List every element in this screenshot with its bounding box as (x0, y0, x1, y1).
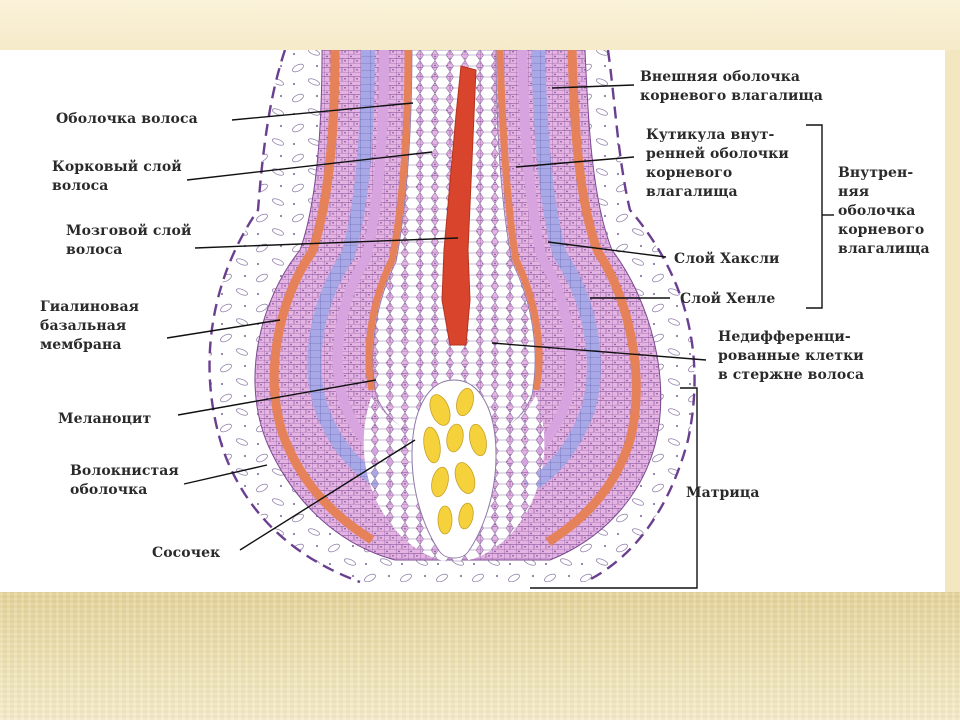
cuticle-left (365, 50, 412, 391)
leader-cortex (186, 151, 433, 181)
label-inner-cuticle: Кутикула внут- ренней оболочки корневого… (646, 127, 789, 200)
fibrous-sheath-outline-left (208, 50, 361, 584)
label-undifferentiated-cells: Недифференци- рованные клетки в стержне … (718, 329, 865, 383)
label-outer-root-sheath: Внешняя оболочка корневого влагалища (640, 69, 823, 104)
fibrous-sheath-outline-right (584, 50, 696, 584)
bracket-matrix (530, 387, 698, 589)
leader-glassy-membrane (166, 319, 281, 339)
leader-inner-cuticle (515, 156, 635, 168)
label-hair-sheath: Оболочка волоса (56, 111, 198, 127)
label-huxley-layer: Слой Хаксли (674, 251, 780, 267)
leader-lines (166, 84, 834, 589)
label-inner-root-sheath-group: Внутрен- няя оболочка корневого влагалищ… (838, 165, 930, 257)
leader-huxley (547, 241, 667, 258)
huxley-layer-right (511, 50, 577, 472)
glassy-membrane-right (545, 50, 641, 546)
leader-fibrous-sheath (183, 464, 268, 485)
cuticle-right (496, 50, 543, 391)
slide-bottom-band (0, 592, 960, 720)
leader-melanocyte (177, 379, 377, 416)
label-melanocyte: Меланоцит (58, 411, 152, 427)
henle-layer-right (524, 50, 601, 493)
leader-medulla (194, 237, 459, 249)
leader-papilla (239, 439, 416, 551)
label-fibrous-sheath: Волокнистая оболочка (70, 463, 179, 498)
label-cortex: Корковый слой волоса (52, 159, 182, 194)
leader-hair-sheath (231, 102, 414, 121)
henle-layer-left (307, 50, 389, 492)
slide-top-band (0, 0, 960, 50)
leader-outer-root-sheath (551, 84, 635, 89)
label-henle-layer: Слой Хенле (680, 291, 776, 307)
label-glassy-membrane: Гиалиновая базальная мембрана (40, 299, 140, 353)
leader-undifferentiated (491, 342, 707, 361)
glassy-membrane-left (269, 50, 375, 544)
hair-medulla (441, 65, 477, 346)
label-papilla: Сосочек (152, 545, 221, 561)
huxley-layer-left (332, 50, 398, 470)
papilla-cells (423, 387, 487, 535)
bracket-inner-root-sheath (806, 124, 823, 309)
label-matrix: Матрица (686, 485, 760, 501)
label-medulla: Мозговой слой волоса (66, 223, 192, 258)
